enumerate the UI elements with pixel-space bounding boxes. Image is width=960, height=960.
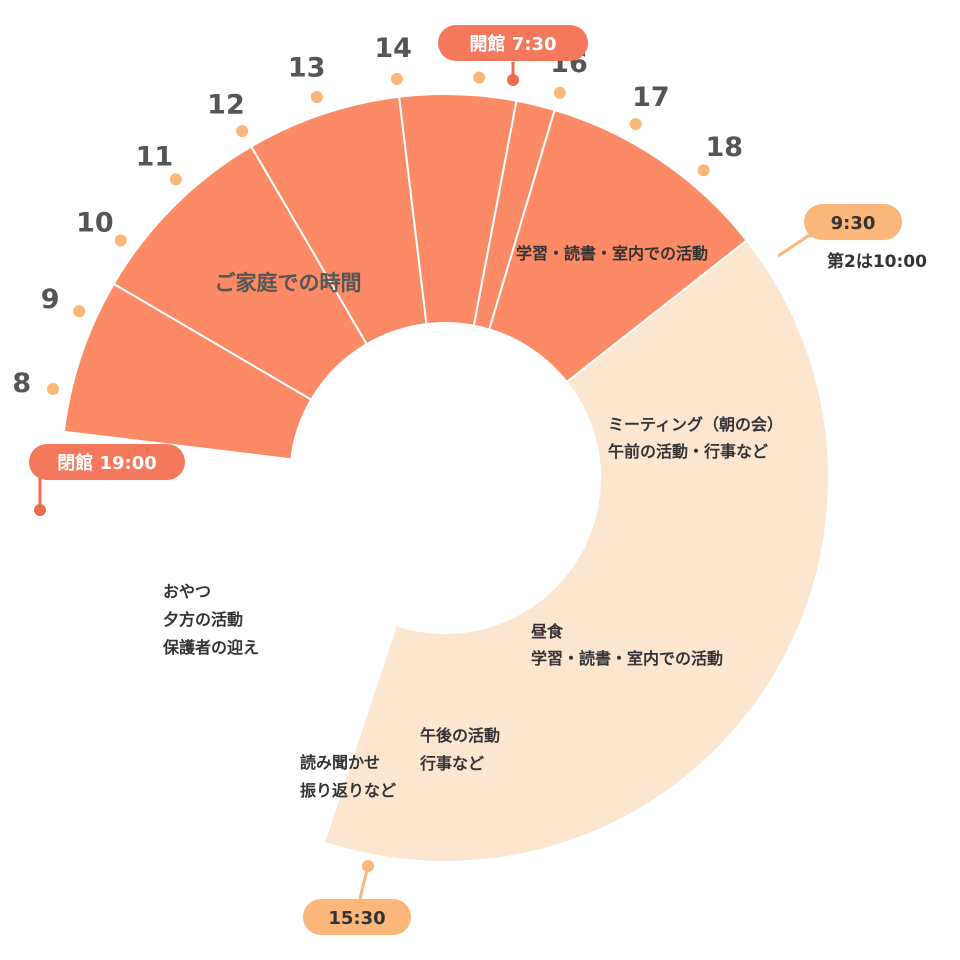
marker-dot-3 bbox=[34, 504, 46, 516]
hour-label-10: 10 bbox=[76, 207, 114, 238]
segment-label-3-line-0: 午後の活動 bbox=[420, 726, 500, 745]
marker-pill-label-3: 閉館 19:00 bbox=[57, 452, 157, 474]
segment-label-5-line-1: 夕方の活動 bbox=[163, 610, 243, 629]
marker-note-1: 第2は10:00 bbox=[827, 251, 927, 272]
segment-label-2-line-1: 学習・読書・室内での活動 bbox=[531, 649, 723, 668]
marker-pill-label-1: 9:30 bbox=[831, 213, 876, 234]
segment-label-2-line-0: 昼食 bbox=[530, 622, 564, 641]
segment-label-3-line-1: 行事など bbox=[419, 754, 484, 773]
marker-line-1 bbox=[777, 234, 820, 258]
segment-label-0-line-0: 学習・読書・室内での活動 bbox=[516, 244, 708, 263]
segment-6 bbox=[322, 238, 830, 863]
hour-dot-11 bbox=[169, 173, 182, 186]
marker-pill-1 bbox=[804, 204, 902, 240]
hour-dot-16 bbox=[553, 86, 566, 99]
segment-label-1-line-1: 午前の活動・行事など bbox=[608, 442, 768, 461]
marker-pill-label-0: 開館 7:30 bbox=[469, 33, 556, 55]
hour-label-12: 12 bbox=[207, 89, 245, 120]
hour-dot-10 bbox=[114, 234, 127, 247]
segment-label-4-line-0: 読み聞かせ bbox=[300, 753, 380, 772]
hour-dot-18 bbox=[697, 164, 710, 177]
hour-label-18: 18 bbox=[705, 132, 743, 163]
marker-pill-label-2: 15:30 bbox=[328, 908, 385, 929]
segment-5 bbox=[488, 108, 749, 384]
marker-pill-0 bbox=[438, 25, 588, 61]
hour-label-9: 9 bbox=[41, 284, 60, 315]
hour-dot-8 bbox=[46, 383, 59, 396]
hour-label-13: 13 bbox=[288, 53, 326, 84]
segment-label-1-line-0: ミーティング（朝の会） bbox=[608, 415, 783, 434]
hour-label-8: 8 bbox=[12, 368, 31, 399]
segment-label-5-line-0: おやつ bbox=[163, 582, 211, 601]
segment-1 bbox=[112, 145, 369, 401]
hour-dot-15 bbox=[473, 71, 486, 84]
hour-dot-13 bbox=[310, 90, 323, 103]
hour-dot-17 bbox=[629, 118, 642, 131]
segment-label-5-line-2: 保護者の迎え bbox=[162, 638, 259, 657]
marker-pill-3 bbox=[29, 444, 185, 480]
segment-label-4-line-1: 振り返りなど bbox=[300, 781, 396, 800]
hour-label-17: 17 bbox=[632, 82, 670, 113]
marker-dot-0 bbox=[507, 74, 519, 86]
marker-pill-2 bbox=[303, 899, 411, 935]
hour-label-14: 14 bbox=[374, 33, 412, 64]
hour-dot-9 bbox=[73, 305, 86, 318]
hour-dot-14 bbox=[391, 72, 404, 85]
segment-label-6-line-0: ご家庭での時間 bbox=[215, 271, 362, 295]
hour-label-11: 11 bbox=[136, 142, 174, 173]
hour-dot-12 bbox=[236, 124, 249, 137]
marker-dot-2 bbox=[362, 860, 374, 872]
